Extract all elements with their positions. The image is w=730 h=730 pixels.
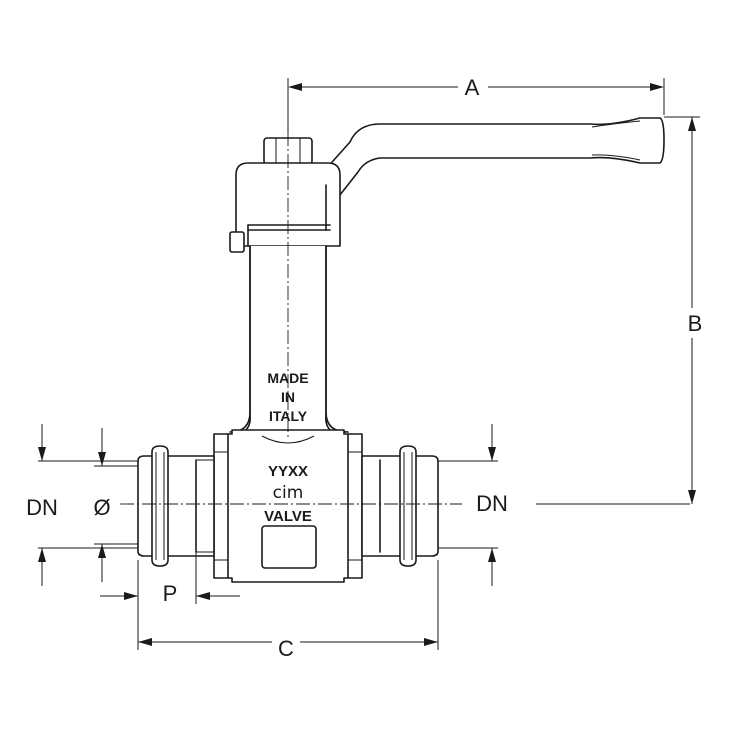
left-pipe-end (137, 445, 215, 567)
valve-body (213, 429, 363, 583)
label-b: B (688, 311, 703, 336)
dimension-c: C (137, 560, 439, 661)
stem-neck (229, 245, 349, 435)
origin-marking: MADE IN ITALY (267, 370, 308, 424)
label-a: A (465, 75, 480, 100)
marking-code: YYXX (268, 463, 308, 480)
marking-in: IN (281, 389, 295, 405)
label-diameter: Ø (93, 495, 110, 520)
brand-valve-text: VALVE (264, 508, 312, 525)
handle-head (229, 162, 341, 253)
dimension-a: A (287, 74, 665, 132)
dimension-p: P (100, 552, 240, 606)
brand-logo-text: cim (273, 483, 304, 503)
dimension-dn-right: DN (438, 424, 508, 586)
label-dn-left: DN (26, 495, 58, 520)
label-p: P (163, 581, 178, 606)
lever-handle (321, 117, 665, 201)
label-dn-right: DN (476, 491, 508, 516)
dimension-dn-left: DN (26, 424, 138, 586)
marking-italy: ITALY (269, 408, 308, 424)
dimension-diameter: Ø (93, 428, 138, 582)
label-c: C (278, 636, 294, 661)
right-pipe-end (361, 445, 439, 567)
marking-made: MADE (267, 370, 308, 386)
dimension-b: B (664, 116, 704, 504)
